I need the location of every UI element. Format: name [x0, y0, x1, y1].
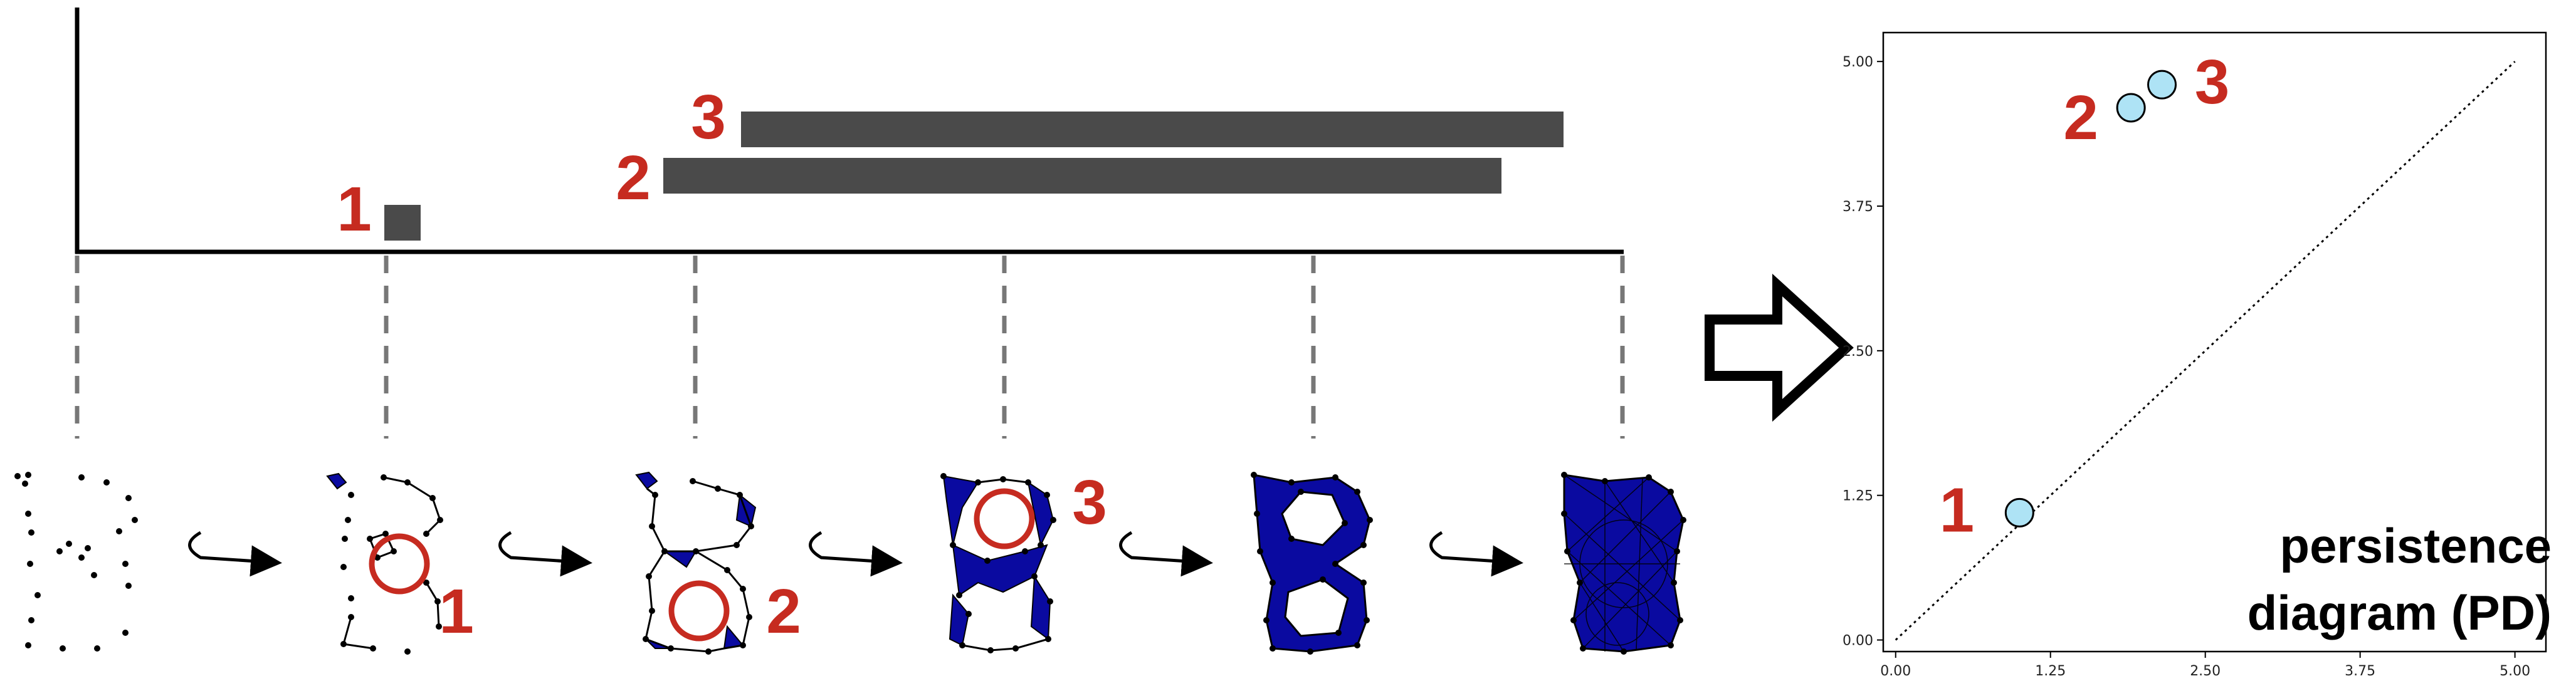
pd-xtick-label: 1.25 [2035, 663, 2066, 679]
persistence-diagram: 0.00 1.25 2.50 3.75 5.00 0.00 1.25 2.50 3.75 5.00… [1843, 31, 2552, 679]
pd-ytick-label: 3.75 [1843, 199, 1873, 215]
filtration-arrow-2 [498, 531, 592, 577]
pd-point-label-3: 3 [2195, 47, 2230, 117]
pd-xtick-label: 3.75 [2345, 663, 2375, 679]
hole-highlight-3 [974, 488, 1035, 549]
pd-ytick-label: 1.25 [1843, 489, 1873, 504]
barcode-label-1: 1 [337, 174, 372, 244]
barcode-label-2: 2 [616, 143, 651, 213]
filtration-stage-1 [14, 472, 138, 652]
pd-ticks: 0.00 1.25 2.50 3.75 5.00 0.00 1.25 2.50 3.75 5.00 [1843, 55, 2530, 679]
filtration-stage-4: 3 [940, 467, 1107, 653]
filtration-stage-5 [1251, 472, 1373, 655]
pd-ytick-label: 5.00 [1843, 55, 1873, 70]
barcode-bar-1 [384, 205, 421, 241]
pd-point-1 [2004, 497, 2034, 528]
pd-ytick-label: 2.50 [1843, 344, 1873, 360]
pd-title-line-2: diagram (PD) [2247, 585, 2552, 640]
pd-plot-frame [1882, 31, 2547, 653]
pd-title-line-1: persistence [2279, 518, 2552, 573]
pd-xtick-label: 2.50 [2190, 663, 2221, 679]
pd-ytick-label: 0.00 [1843, 633, 1873, 649]
hole-highlight-1 [369, 533, 430, 595]
filtration-arrow-3 [809, 531, 903, 577]
pd-point-2 [2116, 93, 2146, 123]
pd-points: 1 2 3 [1940, 47, 2230, 545]
pd-point-label-1: 1 [1940, 475, 1975, 545]
filtration-stage-2: 1 [326, 472, 474, 655]
filtration-arrow-1 [188, 531, 282, 577]
hole-highlight-2 [668, 580, 730, 642]
pd-xtick-label: 5.00 [2500, 663, 2530, 679]
hole-label-2: 2 [766, 576, 801, 647]
big-right-arrow-icon [1705, 273, 1854, 422]
barcode-label-3: 3 [691, 82, 726, 152]
barcode-dashed-guides [75, 256, 1625, 439]
filtration-arrow-4 [1119, 531, 1213, 577]
filtration-panel: 1 2 [14, 467, 1686, 655]
hole-label-3: 3 [1072, 467, 1107, 538]
filtration-arrow-5 [1429, 531, 1523, 577]
barcode-panel: 3 2 1 [75, 8, 1625, 439]
pd-point-label-2: 2 [2063, 83, 2098, 153]
filtration-stage-6 [1561, 472, 1686, 655]
barcode-bar-2 [663, 158, 1501, 194]
pd-xtick-label: 0.00 [1880, 663, 1911, 679]
pd-point-3 [2147, 70, 2177, 100]
hole-label-1: 1 [439, 576, 474, 647]
filtration-stage-3: 2 [635, 471, 801, 655]
barcode-bar-3 [741, 112, 1564, 147]
